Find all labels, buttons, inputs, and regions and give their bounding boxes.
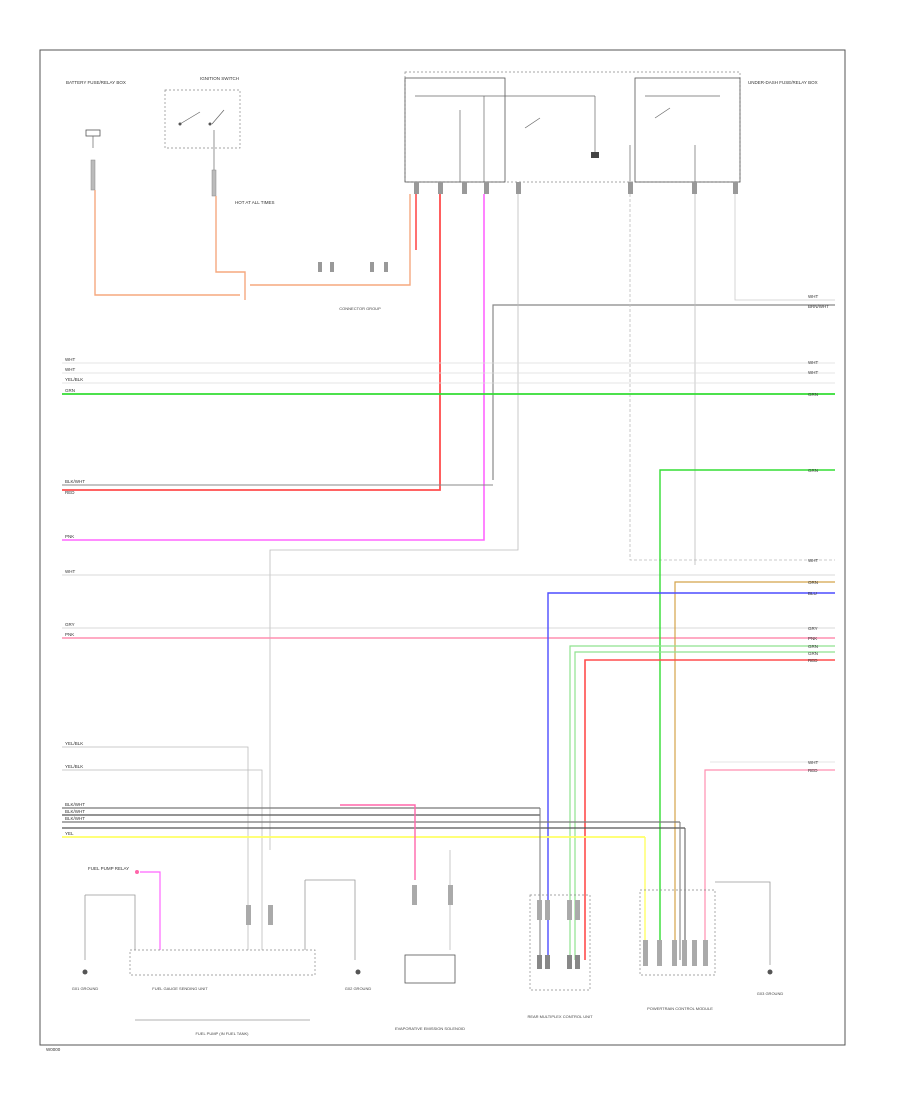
right-wire-label: GRN [808,392,818,397]
right-wire-label: WHT [808,760,818,765]
right-wire-label: WHT [808,360,818,365]
fuse-relay-box: UNDER-DASH FUSE/RELAY BOX [404,71,818,194]
right-wire-label: WHT [808,558,818,563]
module-connectors [246,885,708,969]
ground-mid: G02 GROUND [345,969,372,991]
left-wire-label: YEL/BLK [65,377,83,382]
right-wire-label: GRN [808,468,818,473]
rear-module-label: REAR MULTIPLEX CONTROL UNIT [527,1014,593,1019]
right-wire-label: ORN [808,580,818,585]
battery-label: BATTERY FUSE/RELAY BOX [66,80,126,85]
right-wire-label: GRY [808,626,818,631]
connector-group-label: CONNECTOR GROUP [339,306,381,311]
evap-solenoid: EVAPORATIVE EMISSION SOLENOID [395,954,465,1031]
fuel-gauge-label: FUEL GAUGE SENDING UNIT [152,986,208,991]
ignition-switch-label: IGNITION SWITCH [200,76,239,81]
right-wire-label: PNK [808,636,817,641]
battery-connector: BATTERY FUSE/RELAY BOX [66,80,126,191]
left-wire-label: RED [65,490,75,495]
left-wire-label: BLK/WHT [65,802,85,807]
evap-module-label: EVAPORATIVE EMISSION SOLENOID [395,1026,465,1031]
right-wire-label: RED [808,768,818,773]
left-wire-label: GRN [65,388,75,393]
ground-left-label: G01 GROUND [72,986,99,991]
left-wire-label: BLK/WHT [65,816,85,821]
left-wire-label: YEL [65,831,74,836]
lower-module-label: POWERTRAIN CONTROL MODULE [647,1006,713,1011]
left-wire-label: WHT [65,367,75,372]
splice-note-label: HOT AT ALL TIMES [235,200,275,205]
right-wire-label: BRN/WHT [808,304,829,309]
right-wire-label: WHT [808,370,818,375]
right-wire-labels: WHT BRN/WHT WHT WHT GRN GRN WHT ORN BLU … [808,294,829,773]
left-wire-labels: WHT WHT YEL/BLK GRN BLK/WHT RED PNK WHT … [65,357,85,836]
left-wire-label: YEL/BLK [65,764,83,769]
left-wire-label: BLK/WHT [65,809,85,814]
right-wire-label: GRN [808,644,818,649]
connector-group: CONNECTOR GROUP [318,262,388,311]
ground-right: G03 GROUND [715,881,784,996]
fusebox-terminals [414,182,738,194]
footer-id: W0000 [46,1047,61,1052]
right-wire-label: RED [808,658,818,663]
bottom-wiring [62,746,686,960]
top-wiring [62,190,835,850]
rear-control-unit: REAR MULTIPLEX CONTROL UNIT [527,894,593,1019]
fuel-pump-relay-label: FUEL PUMP RELAY [88,866,129,871]
ground-right-label: G03 GROUND [757,991,784,996]
diagram-frame [39,49,846,1046]
bottom-components: FUEL PUMP RELAY G01 GROUND FUEL GAUGE SE… [72,866,784,1036]
left-wire-label: WHT [65,357,75,362]
powertrain-control-module: POWERTRAIN CONTROL MODULE [639,889,716,1011]
left-wire-label: PNK [65,632,74,637]
fuel-pump-relay: FUEL PUMP RELAY [84,866,161,960]
ignition-switch: IGNITION SWITCH HOT AT ALL TIMES [164,76,275,205]
bus-lines [62,362,835,639]
left-wire-label: BLK/WHT [65,479,85,484]
right-wire-label: WHT [808,294,818,299]
right-wire-label: BLU [808,591,817,596]
left-wire-label: YEL/BLK [65,741,83,746]
right-wire-label: GRN [808,651,818,656]
left-wire-label: PNK [65,534,74,539]
fuel-pump-assembly: FUEL GAUGE SENDING UNIT FUEL PUMP (IN FU… [129,879,356,1036]
ground-left: G01 GROUND [72,969,99,991]
left-wire-label: WHT [65,569,75,574]
fuel-pump-assy-label: FUEL PUMP (IN FUEL TANK) [195,1031,249,1036]
fusebox-top-label: UNDER-DASH FUSE/RELAY BOX [748,80,818,85]
ground-mid-label: G02 GROUND [345,986,372,991]
left-wire-label: GRY [65,622,75,627]
right-wiring [547,469,835,960]
